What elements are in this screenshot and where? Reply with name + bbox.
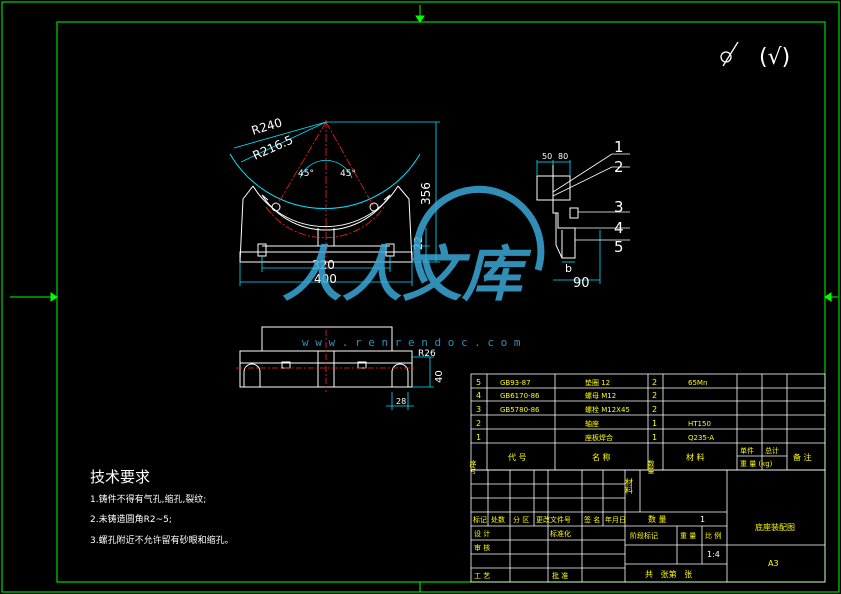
- title-block: [470, 469, 826, 583]
- sign-label-review: 审 核: [474, 543, 490, 552]
- dim-356: 356: [419, 182, 433, 205]
- rev-label-zone: 分 区: [513, 515, 529, 524]
- title-weight-label: 重 量: [680, 532, 696, 540]
- bom-table: [470, 373, 826, 471]
- bom-material: 65Mn: [688, 379, 707, 387]
- title-stage-label: 阶段标记: [630, 531, 658, 540]
- watermark: 人人文库 w w w . r e n r e n d o c . c o m: [282, 185, 545, 349]
- bom-header-name: 名 称: [592, 452, 611, 462]
- balloon-4: 4: [614, 219, 624, 237]
- balloon-1: 1: [614, 138, 624, 156]
- rev-label-mark: 标记: [473, 515, 487, 524]
- rev-label-sign: 签 名: [584, 515, 600, 524]
- sign-label-approve: 批 准: [552, 571, 568, 580]
- balloon-2: 2: [614, 158, 624, 176]
- title-sheets: 共 张第 张: [645, 569, 692, 579]
- bom-header-total: 总计: [765, 446, 779, 455]
- dim-angle-left: 45°: [298, 169, 314, 179]
- rev-label-doc: 更改文件号: [536, 515, 571, 524]
- bom-header-qty: 数量: [647, 459, 655, 474]
- balloon-3: 3: [614, 198, 624, 216]
- sign-label-process: 工 艺: [474, 572, 490, 580]
- bom-no: 5: [476, 378, 481, 387]
- dim-r240: R240: [250, 115, 284, 138]
- bom-no: 1: [476, 433, 481, 442]
- bom-qty: 2: [652, 391, 657, 400]
- tech-req-item-1: 1.铸件不得有气孔,缩孔,裂纹;: [90, 493, 206, 505]
- bom-row-1: 1 座板焊合 1 Q235-A: [476, 433, 714, 442]
- title-sign-labels: 设 计 标准化 审 核 工 艺 批 准: [474, 529, 571, 580]
- title-scale-value: 1:4: [707, 550, 720, 559]
- sign-label-design: 设 计: [474, 529, 490, 538]
- bom-row-2: 2 轴座 1 HT150: [476, 419, 711, 428]
- bom-name: 垫圈 12: [585, 378, 610, 387]
- bom-qty: 2: [652, 378, 657, 387]
- bom-row-5: 5 GB93-87 垫圈 12 2 65Mn: [476, 378, 707, 387]
- bom-name: 座板焊合: [585, 433, 613, 442]
- side-view-dimensions: [536, 160, 601, 284]
- top-view-centerlines: [236, 330, 416, 392]
- dim-40: 40: [434, 370, 445, 383]
- sign-label-standard: 标准化: [550, 529, 571, 538]
- bom-name: 螺母 M12: [585, 391, 616, 400]
- dim-28: 28: [396, 397, 406, 406]
- tech-req-title: 技术要求: [90, 468, 150, 486]
- bom-material: Q235-A: [688, 434, 714, 442]
- side-view-leaders: [552, 153, 630, 241]
- bom-name: 螺栓 M12X45: [585, 405, 630, 414]
- title-qty-label: 数 量: [648, 514, 667, 524]
- watermark-url: w w w . r e n r e n d o c . c o m: [302, 336, 521, 349]
- front-view-centerlines: [265, 120, 385, 268]
- title-scale-label: 比 例: [705, 531, 721, 540]
- bom-code: GB6170-86: [500, 392, 540, 400]
- bom-header-material: 材 料: [686, 452, 705, 462]
- title-drawing-name: 底座装配图: [755, 522, 795, 532]
- bom-header-code: 代 号: [508, 452, 527, 462]
- bom-no: 3: [476, 405, 481, 414]
- title-revision-labels: 标记 处数 分 区 更改文件号 签 名 年月日: [473, 515, 626, 524]
- dim-320: 320: [312, 258, 335, 272]
- title-material-label: 材料: [625, 477, 634, 495]
- balloon-5: 5: [614, 238, 624, 256]
- dim-50: 50: [542, 152, 552, 161]
- bom-material: HT150: [688, 420, 711, 428]
- watermark-swirl-icon: [413, 185, 545, 284]
- bom-header-no: 序号: [469, 459, 477, 475]
- rev-label-count: 处数: [491, 515, 505, 524]
- tech-req-item-3: 3.螺孔附近不允许留有砂眼和缩孔。: [90, 534, 234, 546]
- title-qty-value: 1: [700, 515, 705, 524]
- watermark-brand: 人人文库: [282, 240, 532, 310]
- bom-no: 4: [476, 391, 481, 400]
- bom-header-unit: 单件: [740, 446, 754, 455]
- title-size: A3: [768, 559, 779, 568]
- dim-80: 80: [558, 152, 568, 161]
- dim-400: 400: [314, 272, 337, 286]
- bom-header: 序号 代 号 名 称 数量 材 料 单件 总计 重 量 (kg) 备 注: [469, 446, 812, 475]
- rev-label-date: 年月日: [605, 515, 626, 524]
- bom-no: 2: [476, 419, 481, 428]
- roughness-paren: (√): [759, 45, 790, 70]
- surface-roughness-symbol: (√): [720, 41, 790, 70]
- bom-row-3: 3 GB5780-86 螺栓 M12X45 2: [476, 405, 657, 414]
- bom-qty: 2: [652, 405, 657, 414]
- bom-header-remark: 备 注: [793, 452, 812, 462]
- bom-row-4: 4 GB6170-86 螺母 M12 2: [476, 391, 657, 400]
- bom-code: GB5780-86: [500, 406, 540, 414]
- top-view-dimensions: [386, 356, 434, 410]
- bom-name: 轴座: [585, 419, 599, 428]
- bom-header-weight: 重 量 (kg): [740, 460, 773, 468]
- bom-qty: 1: [652, 433, 657, 442]
- dim-90: 90: [573, 276, 590, 291]
- dim-r26: R26: [418, 349, 436, 359]
- bom-code: GB93-87: [500, 379, 531, 387]
- front-view-dimensions: [233, 121, 440, 286]
- bom-qty: 1: [652, 419, 657, 428]
- dim-b: b: [565, 262, 572, 275]
- tech-req-item-2: 2.未铸造圆角R2~5;: [90, 513, 172, 525]
- dim-angle-right: 45°: [340, 169, 356, 179]
